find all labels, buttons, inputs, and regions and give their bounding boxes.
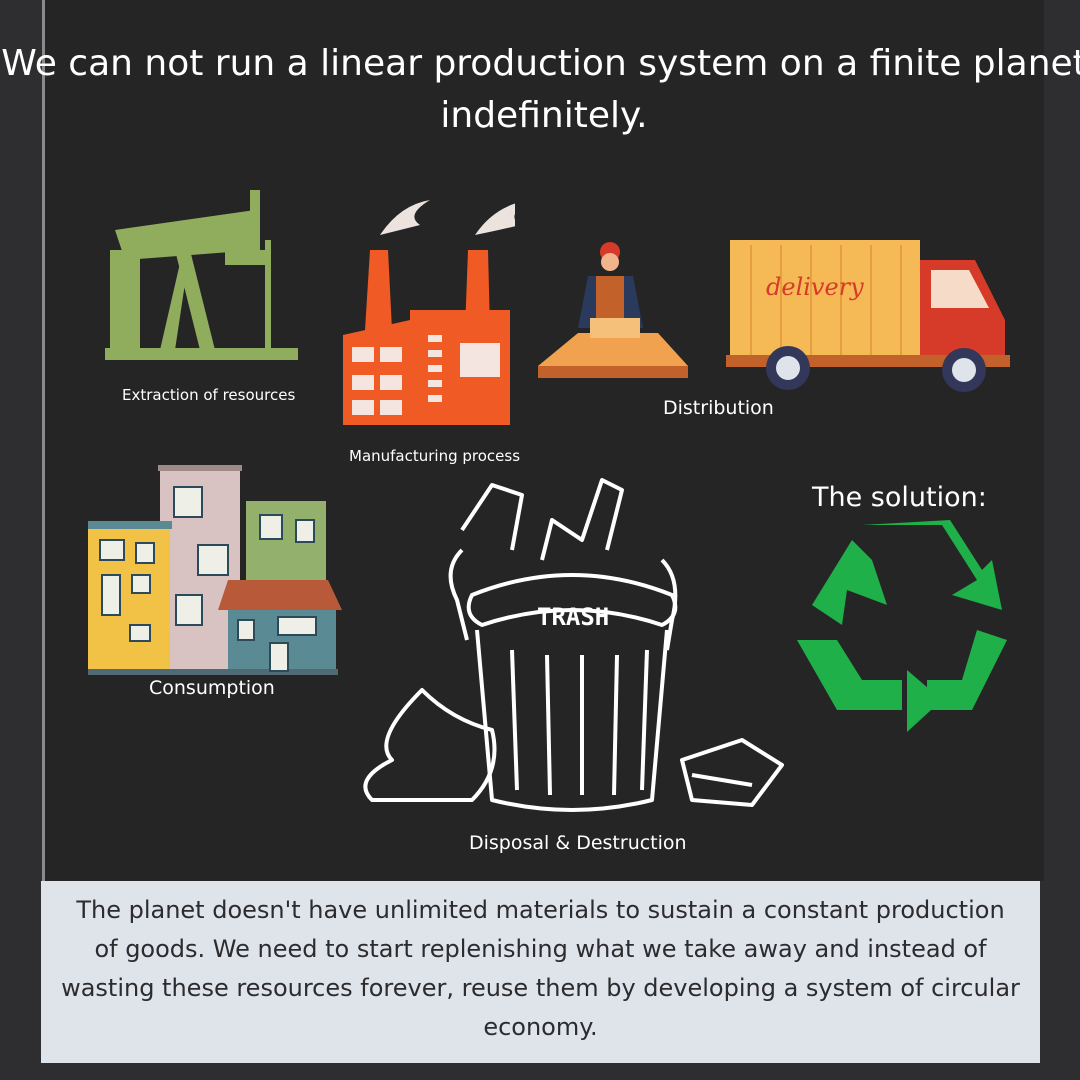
- label-consumption: Consumption: [149, 677, 275, 699]
- label-disposal: Disposal & Destruction: [469, 832, 687, 854]
- label-distribution: Distribution: [663, 397, 774, 419]
- recycle-icon: [797, 520, 1007, 732]
- page-title: We can not run a linear production syste…: [1, 43, 1080, 136]
- footer-panel: The planet doesn't have unlimited materi…: [41, 881, 1040, 1063]
- infographic-poster: [42, 0, 1044, 881]
- trash-can-illustration: TRASH: [363, 478, 784, 812]
- footer-text: The planet doesn't have unlimited materi…: [61, 896, 1020, 1041]
- oil-pump-illustration: [105, 190, 298, 360]
- worker-packing-illustration: [538, 242, 688, 378]
- label-extraction: Extraction of resources: [122, 386, 296, 404]
- truck-delivery-text: delivery: [766, 273, 864, 301]
- label-manufacturing: Manufacturing process: [349, 447, 521, 465]
- solution-label: The solution:: [812, 482, 987, 513]
- delivery-truck-illustration: delivery: [726, 240, 1010, 392]
- buildings-illustration: [88, 465, 342, 675]
- factory-illustration: [343, 200, 515, 425]
- trash-text: TRASH: [537, 603, 609, 631]
